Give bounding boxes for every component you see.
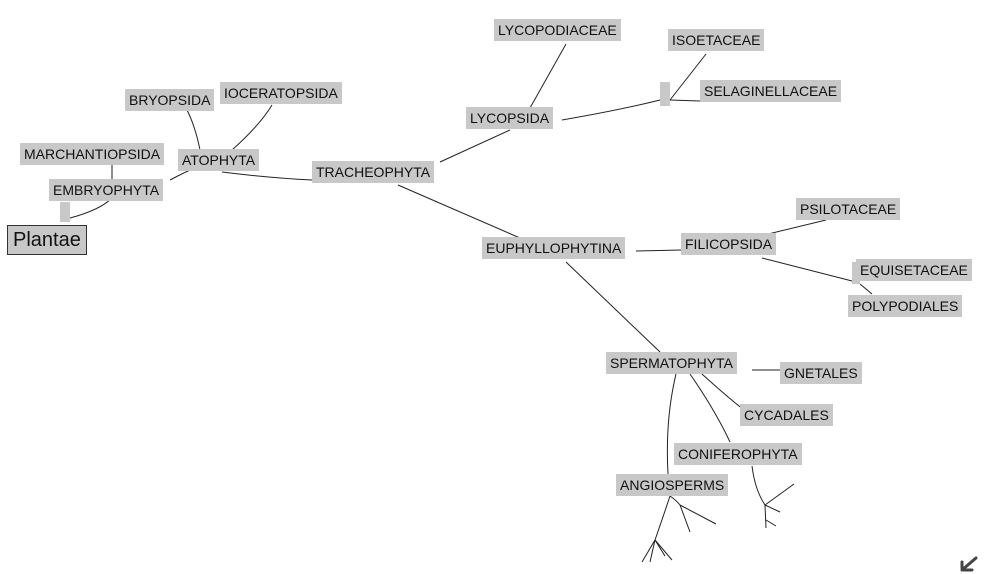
lycopsida-split-stub bbox=[660, 82, 670, 106]
edge-split-isoetaceae bbox=[669, 53, 707, 101]
node-embryophyta[interactable]: EMBRYOPHYTA bbox=[49, 179, 164, 201]
node-lycopodiaceae[interactable]: LYCOPODIACEAE bbox=[494, 19, 621, 41]
node-anthocerotopsida[interactable]: IOCERATOPSIDA bbox=[220, 82, 342, 104]
node-equisetaceae[interactable]: EQUISETACEAE bbox=[856, 259, 972, 281]
edge-coniferophyta-sub bbox=[751, 465, 766, 506]
edge-spermatophyta-cycadales bbox=[701, 373, 745, 411]
edge-plantae-embryophyta bbox=[69, 197, 113, 219]
node-coniferophyta[interactable]: CONIFEROPHYTA bbox=[674, 443, 802, 465]
edge-filicopsida-equisetaceae bbox=[761, 257, 857, 283]
embryophyta-stub bbox=[60, 202, 70, 222]
node-polypodiales[interactable]: POLYPODIALES bbox=[848, 295, 963, 317]
edge-atophyta-anthocerotopsida bbox=[231, 104, 273, 151]
node-plantae[interactable]: Plantae bbox=[7, 225, 87, 255]
edge-lycopsida-lycopodiaceae bbox=[529, 43, 567, 109]
node-selaginellaceae[interactable]: SELAGINELLACEAE bbox=[700, 80, 842, 102]
node-euphyllophytina[interactable]: EUPHYLLOPHYTINA bbox=[482, 237, 626, 259]
edge-euphyllophytina-filicopsida bbox=[635, 249, 683, 252]
edge-tracheophyta-euphyllophytina bbox=[397, 184, 521, 239]
edge-tracheophyta-lycopsida bbox=[439, 129, 511, 163]
node-atophyta[interactable]: ATOPHYTA bbox=[178, 149, 260, 171]
edge-filicopsida-polypodiales bbox=[859, 283, 873, 295]
node-marchantiopsida[interactable]: MARCHANTIOPSIDA bbox=[20, 143, 165, 165]
edge-spermatophyta-angiosperms bbox=[666, 373, 677, 475]
edge-lycopsida-split bbox=[561, 99, 661, 121]
edge-atophyta-bryopsida bbox=[185, 107, 201, 151]
pointer-arrow-icon bbox=[960, 556, 978, 572]
edge-atophyta-tracheophyta bbox=[221, 171, 313, 181]
edge-angiosperms-sub bbox=[669, 495, 681, 506]
node-spermatophyta[interactable]: SPERMATOPHYTA bbox=[606, 352, 737, 374]
node-psilotaceae[interactable]: PSILOTACEAE bbox=[796, 198, 901, 220]
edge-split-selaginellaceae bbox=[669, 99, 701, 102]
node-filicopsida[interactable]: FILICOPSIDA bbox=[681, 233, 777, 255]
node-lycopsida[interactable]: LYCOPSIDA bbox=[466, 107, 554, 129]
node-isoetaceae[interactable]: ISOETACEAE bbox=[668, 29, 765, 51]
node-angiosperms[interactable]: ANGIOSPERMS bbox=[616, 474, 729, 496]
node-bryopsida[interactable]: BRYOPSIDA bbox=[125, 89, 215, 111]
node-cycadales[interactable]: CYCADALES bbox=[740, 404, 833, 426]
edge-spermatophyta-coniferophyta bbox=[689, 373, 731, 443]
edge-euphyllophytina-spermatophyta bbox=[565, 261, 661, 353]
node-tracheophyta[interactable]: TRACHEOPHYTA bbox=[312, 161, 435, 183]
node-gnetales[interactable]: GNETALES bbox=[780, 362, 862, 384]
